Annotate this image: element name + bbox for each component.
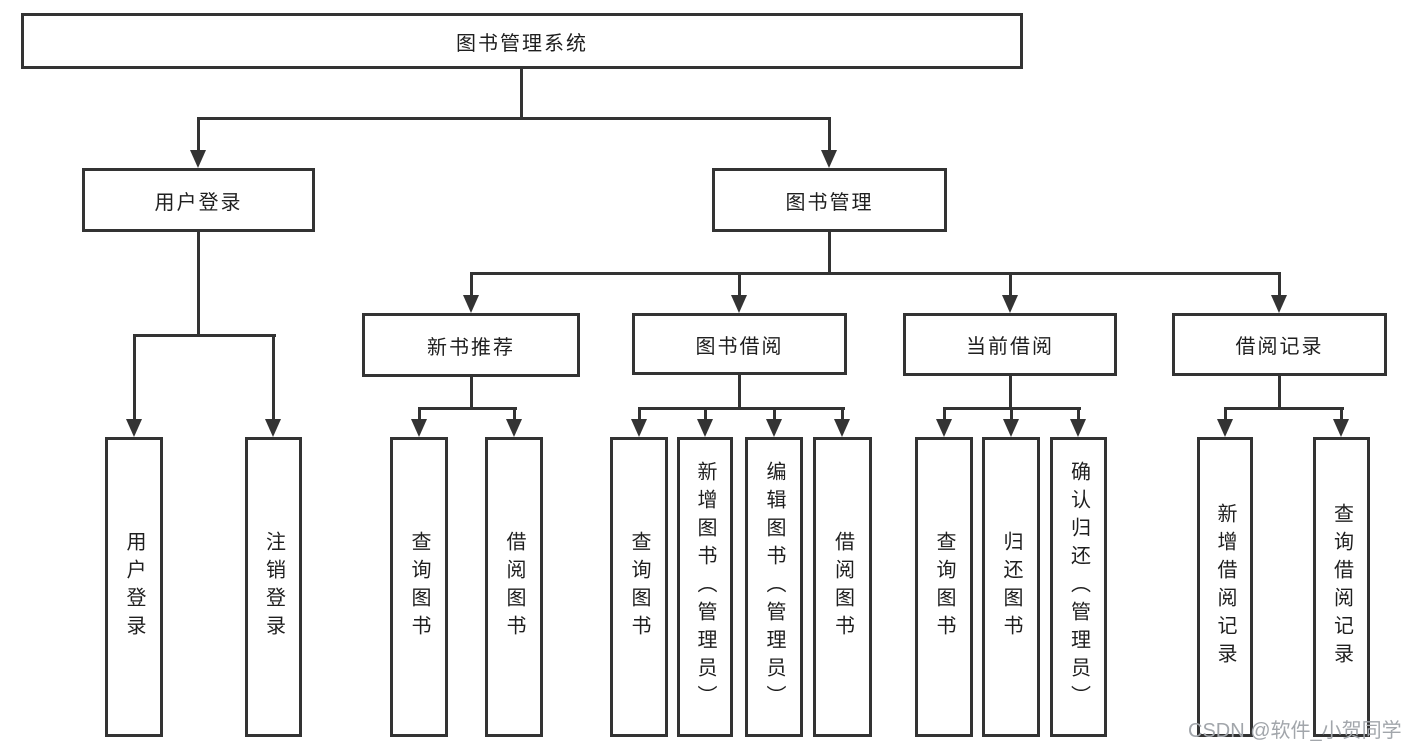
leaf-edit-books-admin: 编辑图书（管理员） [745, 437, 803, 737]
node-user-login: 用户登录 [82, 168, 315, 232]
arrow-down-icon [190, 150, 206, 168]
node-user-login-label: 用户登录 [154, 191, 243, 214]
connector-to-new-book-recommend [470, 273, 473, 297]
connector-book-borrow-stem [738, 375, 741, 408]
arrow-down-icon [936, 419, 952, 437]
node-book-borrow: 图书借阅 [632, 313, 847, 375]
leaf-borrow-books-label: 借阅图书 [831, 531, 854, 643]
leaf-return-books: 归还图书 [982, 437, 1040, 737]
connector-leaf-stub [1077, 408, 1080, 423]
connector-leaf-stub [943, 408, 946, 423]
leaf-add-books-admin-label: 新增图书（管理员） [694, 461, 716, 713]
node-new-book-recommend: 新书推荐 [362, 313, 580, 377]
arrow-down-icon [1002, 295, 1018, 313]
leaf-borrow-books-recommend: 借阅图书 [485, 437, 543, 737]
connector-level3-branch [470, 272, 1281, 275]
arrow-down-icon [126, 419, 142, 437]
leaf-query-books-current: 查询图书 [915, 437, 973, 737]
connector-to-current-borrow [1009, 273, 1012, 297]
connector-to-leaf-user-login [133, 335, 136, 421]
node-root: 图书管理系统 [21, 13, 1023, 69]
connector-to-book-management [828, 118, 831, 152]
arrow-down-icon [731, 295, 747, 313]
leaf-query-books-borrow: 查询图书 [610, 437, 668, 737]
node-root-label: 图书管理系统 [456, 32, 588, 55]
connector-leaf-stub [1224, 408, 1227, 423]
leaf-query-borrow-record-label: 查询借阅记录 [1330, 503, 1353, 671]
connector-borrow-records-stem [1278, 376, 1281, 408]
node-current-borrow-label: 当前借阅 [966, 336, 1054, 358]
connector-root-stem [520, 69, 523, 118]
connector-book-borrow-branch [638, 407, 845, 410]
connector-leaf-stub [841, 408, 844, 423]
connector-to-leaf-logout [272, 335, 275, 421]
leaf-borrow-books-recommend-label: 借阅图书 [503, 531, 525, 643]
node-borrow-records: 借阅记录 [1172, 313, 1387, 376]
leaf-user-login-label: 用户登录 [123, 531, 145, 643]
connector-to-book-borrow [738, 273, 741, 297]
leaf-user-login: 用户登录 [105, 437, 163, 737]
arrow-down-icon [1271, 295, 1287, 313]
connector-leaf-stub [773, 408, 776, 423]
leaf-confirm-return-admin-label: 确认归还（管理员） [1067, 461, 1090, 713]
leaf-logout-label: 注销登录 [262, 531, 285, 643]
leaf-add-borrow-record-label: 新增借阅记录 [1214, 503, 1236, 671]
connector-to-borrow-records [1278, 273, 1281, 297]
connector-user-login-branch [133, 334, 276, 337]
connector-leaf-stub [418, 408, 421, 423]
leaf-query-books-recommend: 查询图书 [390, 437, 448, 737]
leaf-edit-books-admin-label: 编辑图书（管理员） [763, 461, 785, 713]
csdn-watermark: CSDN @软件_小贺同学 [1188, 720, 1402, 742]
arrow-down-icon [411, 419, 427, 437]
arrow-down-icon [1070, 419, 1086, 437]
connector-new-book-branch [418, 407, 517, 410]
arrow-down-icon [834, 419, 850, 437]
connector-leaf-stub [513, 408, 516, 423]
connector-leaf-stub [704, 408, 707, 423]
leaf-query-books-borrow-label: 查询图书 [628, 531, 650, 643]
leaf-add-books-admin: 新增图书（管理员） [677, 437, 733, 737]
arrow-down-icon [766, 419, 782, 437]
leaf-logout: 注销登录 [245, 437, 302, 737]
connector-level1-branch [197, 117, 831, 120]
arrow-down-icon [506, 419, 522, 437]
leaf-add-borrow-record: 新增借阅记录 [1197, 437, 1253, 737]
leaf-borrow-books: 借阅图书 [813, 437, 872, 737]
arrow-down-icon [265, 419, 281, 437]
leaf-query-books-recommend-label: 查询图书 [408, 531, 430, 643]
connector-borrow-records-branch [1224, 407, 1344, 410]
connector-user-login-stem [197, 232, 200, 335]
connector-leaf-stub [1010, 408, 1013, 423]
node-current-borrow: 当前借阅 [903, 313, 1117, 376]
arrow-down-icon [1217, 419, 1233, 437]
leaf-return-books-label: 归还图书 [1000, 531, 1022, 643]
connector-leaf-stub [1340, 408, 1343, 423]
arrow-down-icon [463, 295, 479, 313]
connector-book-management-stem [828, 232, 831, 273]
leaf-query-borrow-record: 查询借阅记录 [1313, 437, 1370, 737]
node-borrow-records-label: 借阅记录 [1235, 336, 1324, 358]
node-book-management: 图书管理 [712, 168, 947, 232]
connector-to-user-login [197, 118, 200, 152]
node-new-book-recommend-label: 新书推荐 [427, 336, 515, 359]
node-book-borrow-label: 图书借阅 [695, 335, 784, 358]
connector-current-borrow-stem [1009, 376, 1012, 408]
arrow-down-icon [1333, 419, 1349, 437]
node-book-management-label: 图书管理 [785, 191, 874, 214]
arrow-down-icon [697, 419, 713, 437]
arrow-down-icon [821, 150, 837, 168]
connector-new-book-stem [470, 377, 473, 408]
leaf-query-books-current-label: 查询图书 [933, 531, 955, 643]
connector-leaf-stub [638, 408, 641, 423]
leaf-confirm-return-admin: 确认归还（管理员） [1050, 437, 1107, 737]
arrow-down-icon [1003, 419, 1019, 437]
arrow-down-icon [631, 419, 647, 437]
